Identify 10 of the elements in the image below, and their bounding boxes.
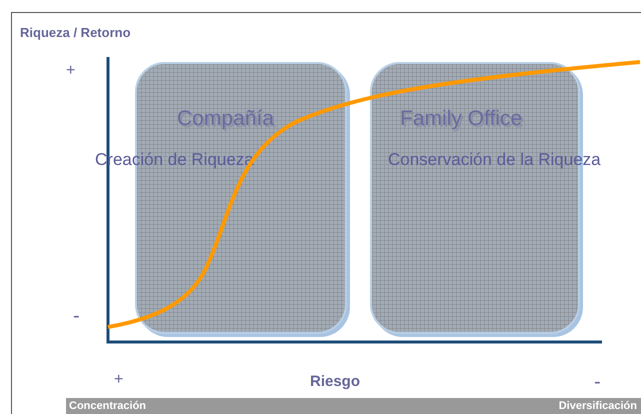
panel-heading: Compañía bbox=[177, 107, 274, 131]
axis-end-label: + bbox=[114, 371, 124, 389]
axis-end-label: - bbox=[73, 305, 80, 328]
scale-label: Diversificación bbox=[558, 400, 637, 412]
axis-title: Riqueza / Retorno bbox=[20, 25, 131, 40]
axis-title: Riesgo bbox=[310, 373, 360, 390]
panel-heading: Family Office bbox=[400, 107, 522, 131]
axis-end-label: + bbox=[66, 62, 76, 80]
scale-label: Concentración bbox=[69, 400, 146, 412]
axis-end-label: - bbox=[594, 371, 601, 394]
